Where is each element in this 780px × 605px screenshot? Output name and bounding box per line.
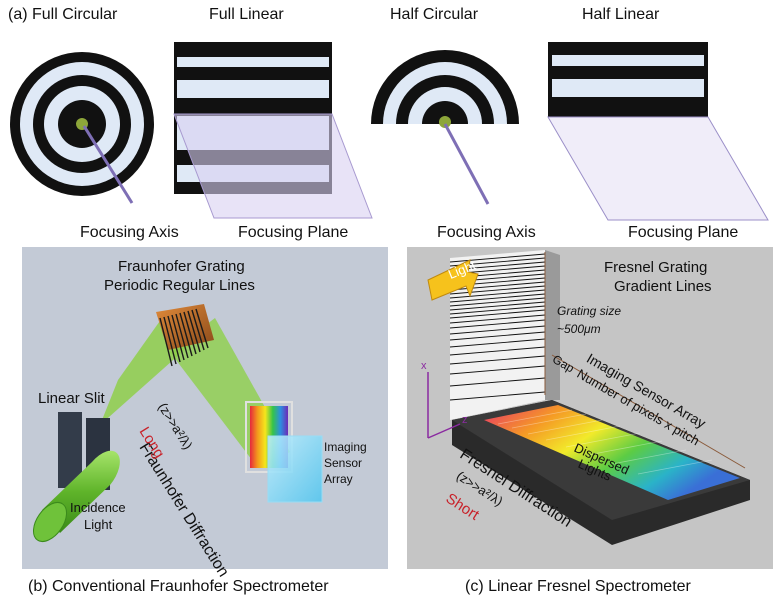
linear-slit-label: Linear Slit	[38, 390, 105, 407]
panel-a-label: (a) Full Circular	[8, 6, 118, 23]
full-linear-grating	[173, 42, 373, 219]
fraunhofer-grating-box	[156, 304, 214, 372]
sensor-label-1: Imaging	[324, 440, 367, 454]
half-circular-grating	[371, 50, 519, 205]
light-arrow	[427, 259, 479, 301]
focusing-axis-label-2: Focusing Axis	[437, 224, 536, 241]
half-linear-grating	[547, 42, 769, 221]
panel-c-caption: (c) Linear Fresnel Spectrometer	[465, 578, 691, 595]
half-linear-label: Half Linear	[582, 6, 660, 23]
sensor-label-2: Sensor	[324, 456, 363, 470]
panel-b-background	[22, 247, 388, 569]
fresnel-sensor-array	[484, 405, 740, 500]
full-linear-label: Full Linear	[209, 6, 284, 23]
linear-slit	[58, 412, 110, 490]
fresnel-title-1: Fresnel Grating	[604, 259, 708, 276]
fresnel-title-2: Gradient Lines	[614, 278, 712, 295]
fraunhofer-title-2: Periodic Regular Lines	[104, 277, 255, 294]
imaging-sensor-array	[267, 435, 323, 503]
incidence-light-cylinder	[32, 450, 120, 543]
fresnel-grating-plate	[449, 250, 560, 420]
axis-z-label: z	[462, 414, 468, 426]
panel-b-caption: (b) Conventional Fraunhofer Spectrometer	[28, 578, 329, 595]
focusing-plane-label-2: Focusing Plane	[628, 224, 739, 241]
grating-size-label-2: ~500μm	[557, 322, 601, 336]
focusing-plane-label-1: Focusing Plane	[238, 224, 349, 241]
fresnel-diagram	[427, 250, 750, 545]
fraunhofer-diagram	[32, 304, 323, 543]
focusing-axis-label-1: Focusing Axis	[80, 224, 179, 241]
fraunhofer-title-1: Fraunhofer Grating	[118, 258, 245, 275]
half-circular-label: Half Circular	[390, 6, 479, 23]
grating-size-label-1: Grating size	[557, 304, 622, 318]
axis-x-label: x	[421, 360, 427, 372]
full-circular-grating	[10, 52, 154, 204]
sensor-label-3: Array	[324, 472, 353, 486]
incidence-label-2: Light	[84, 517, 113, 532]
incidence-label-1: Incidence	[70, 500, 126, 515]
